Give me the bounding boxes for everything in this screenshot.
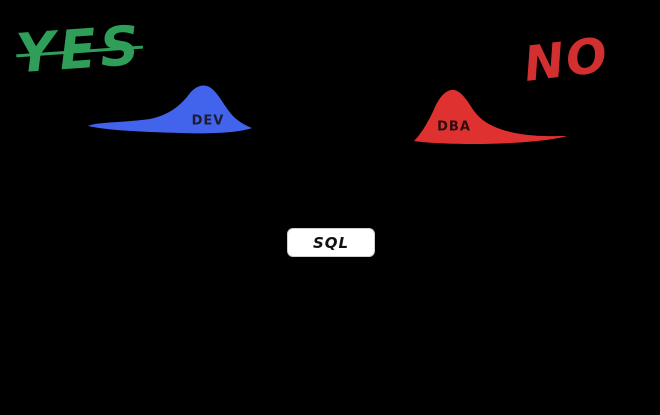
dev-curve-shape <box>88 85 252 134</box>
dba-curve-shape <box>414 89 567 144</box>
yes-verdict-text: YES <box>13 13 145 86</box>
dba-curve-label: DBA <box>437 119 471 135</box>
dev-curve-label: DEV <box>191 113 225 129</box>
sql-center-box: SQL <box>287 228 375 257</box>
sql-label: SQL <box>312 233 350 252</box>
no-verdict-text: NO <box>520 27 613 93</box>
